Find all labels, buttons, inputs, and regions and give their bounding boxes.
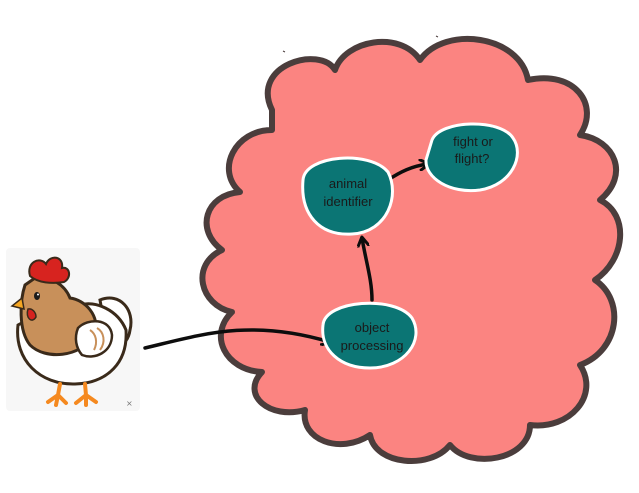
stray-mark bbox=[435, 35, 439, 38]
arrow-chicken-to-object-processing bbox=[143, 328, 330, 350]
node-label-object-line1: object bbox=[355, 320, 390, 335]
brain-cloud-shape bbox=[199, 36, 624, 464]
stray-mark bbox=[282, 50, 286, 53]
node-fight-or-flight: fight or flight? bbox=[424, 122, 519, 193]
node-label-fight-line2: flight? bbox=[455, 151, 490, 166]
chicken-image: × bbox=[6, 248, 140, 411]
chicken-icon bbox=[10, 256, 133, 407]
node-animal-identifier: animal identifier bbox=[301, 156, 394, 236]
node-label-animal-line1: animal bbox=[329, 176, 367, 191]
node-label-object-line2: processing bbox=[341, 338, 404, 353]
arrow-object-to-animal bbox=[362, 238, 374, 302]
image-close-icon[interactable]: × bbox=[126, 399, 133, 408]
node-label-fight-line1: fight or bbox=[453, 134, 493, 149]
node-label-animal-line2: identifier bbox=[323, 194, 373, 209]
node-object-processing: object processing bbox=[321, 301, 418, 370]
